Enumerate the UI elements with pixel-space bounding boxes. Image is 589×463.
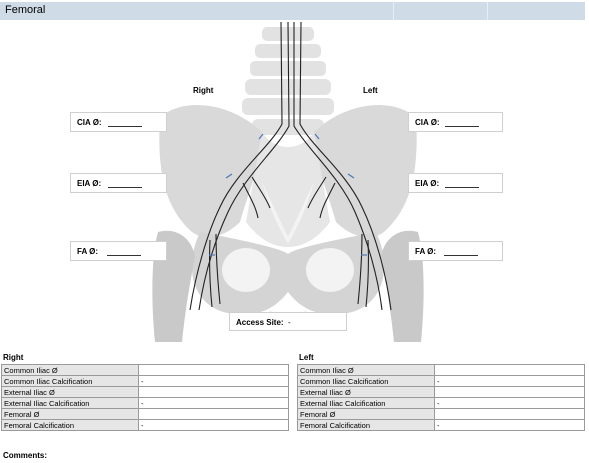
row-value[interactable] [138, 408, 289, 420]
right-fa-field[interactable]: FA Ø: [70, 241, 167, 261]
table-row: Common Iliac Ø [297, 364, 585, 376]
table-row: Femoral Calcification- [1, 419, 289, 431]
row-value[interactable]: - [138, 419, 289, 431]
row-label: External Iliac Ø [1, 386, 139, 398]
left-fa-input-line [444, 255, 478, 256]
comments-label: Comments: [3, 451, 48, 460]
pelvis [152, 105, 424, 342]
row-value[interactable]: - [434, 397, 585, 409]
row-label: Femoral Calcification [297, 419, 435, 431]
left-table-title: Left [299, 353, 314, 362]
right-side-label: Right [193, 86, 214, 95]
pelvis-illustration [152, 22, 424, 342]
pelvis-diagram: Right Left CIA Ø: EIA Ø: FA Ø: CIA Ø: EI… [0, 22, 589, 352]
row-label: Femoral Ø [1, 408, 139, 420]
table-row: External Iliac Ø [297, 386, 585, 398]
left-eia-field[interactable]: EIA Ø: [408, 173, 503, 193]
table-row: Femoral Calcification- [297, 419, 585, 431]
row-value[interactable] [434, 408, 585, 420]
row-label: Femoral Ø [297, 408, 435, 420]
right-table-title: Right [3, 353, 24, 362]
row-value[interactable]: - [138, 397, 289, 409]
left-fa-field[interactable]: FA Ø: [408, 241, 503, 261]
table-row: Common Iliac Ø [1, 364, 289, 376]
right-fa-input-line [107, 255, 141, 256]
left-cia-input-line [445, 126, 479, 127]
right-measurements-table: Common Iliac Ø Common Iliac Calcificatio… [1, 364, 289, 431]
header-divider [393, 2, 394, 20]
access-site-label: Access Site: [236, 318, 284, 327]
row-value[interactable] [434, 386, 585, 398]
left-side-label: Left [363, 86, 378, 95]
header-divider [487, 2, 488, 20]
table-row: Common Iliac Calcification- [297, 375, 585, 387]
row-label: Common Iliac Calcification [1, 375, 139, 387]
row-label: External Iliac Ø [297, 386, 435, 398]
right-eia-field[interactable]: EIA Ø: [70, 173, 167, 193]
access-site-value: - [288, 318, 291, 327]
row-label: External Iliac Calcification [297, 397, 435, 409]
table-row: Common Iliac Calcification- [1, 375, 289, 387]
table-row: External Iliac Calcification- [1, 397, 289, 409]
table-row: External Iliac Calcification- [297, 397, 585, 409]
section-header: Femoral [0, 2, 585, 20]
left-measurements-table: Common Iliac Ø Common Iliac Calcificatio… [297, 364, 585, 431]
row-value[interactable] [434, 364, 585, 376]
row-label: Common Iliac Ø [1, 364, 139, 376]
right-eia-label: EIA Ø: [77, 179, 102, 188]
right-eia-input-line [108, 187, 142, 188]
row-label: Common Iliac Ø [297, 364, 435, 376]
table-row: Femoral Ø [1, 408, 289, 420]
row-value[interactable]: - [434, 375, 585, 387]
row-value[interactable] [138, 386, 289, 398]
left-eia-input-line [445, 187, 479, 188]
left-cia-label: CIA Ø: [415, 118, 440, 127]
access-site-field[interactable]: Access Site: - [229, 312, 347, 331]
section-title: Femoral [5, 4, 46, 16]
row-value[interactable]: - [138, 375, 289, 387]
row-label: External Iliac Calcification [1, 397, 139, 409]
left-cia-field[interactable]: CIA Ø: [408, 112, 503, 132]
measurement-marks [209, 133, 367, 256]
row-label: Common Iliac Calcification [297, 375, 435, 387]
table-row: External Iliac Ø [1, 386, 289, 398]
row-value[interactable] [138, 364, 289, 376]
left-eia-label: EIA Ø: [415, 179, 440, 188]
right-cia-field[interactable]: CIA Ø: [70, 112, 167, 132]
vessels [189, 22, 392, 311]
row-value[interactable]: - [434, 419, 585, 431]
table-row: Femoral Ø [297, 408, 585, 420]
row-label: Femoral Calcification [1, 419, 139, 431]
right-cia-input-line [108, 126, 142, 127]
right-fa-label: FA Ø: [77, 247, 99, 256]
left-fa-label: FA Ø: [415, 247, 437, 256]
right-cia-label: CIA Ø: [77, 118, 102, 127]
